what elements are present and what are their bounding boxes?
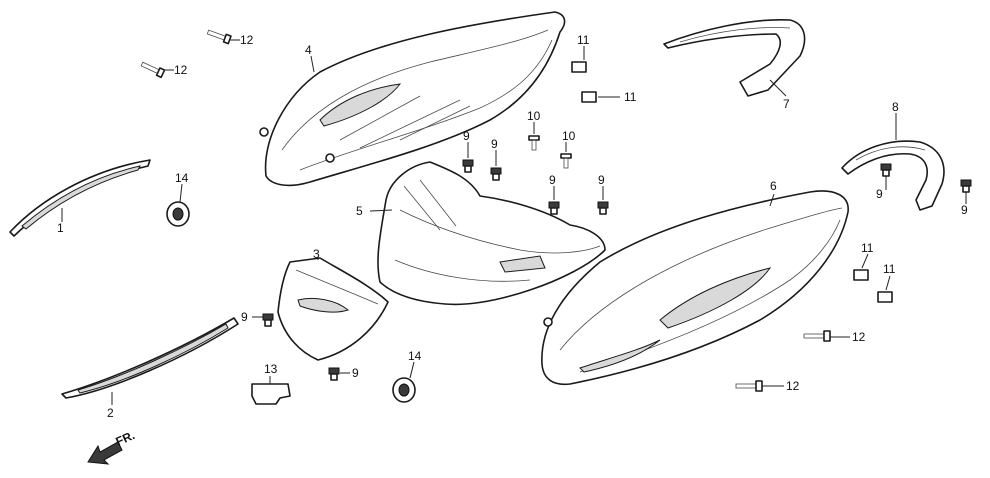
callout-9g: 9 <box>876 187 883 201</box>
callout-6: 6 <box>770 179 777 193</box>
callout-labels: 1 2 3 4 5 6 7 8 9 9 9 9 9 9 9 9 10 10 11… <box>57 33 968 420</box>
callout-9f: 9 <box>352 366 359 380</box>
callout-9b: 9 <box>491 137 498 151</box>
callout-9e: 9 <box>241 310 248 324</box>
callout-3: 3 <box>313 247 320 261</box>
clip-9-icons <box>262 159 972 381</box>
callout-10a: 10 <box>527 109 541 123</box>
callout-1: 1 <box>57 221 64 235</box>
part-6-side-cover <box>541 190 849 386</box>
front-direction-indicator: FR. <box>87 428 137 465</box>
callout-2: 2 <box>107 406 114 420</box>
callout-12a: 12 <box>240 33 254 47</box>
bolt-12-icons <box>140 29 831 392</box>
part-2-trim-strip <box>61 317 239 399</box>
part-7-grab-rail <box>663 18 806 97</box>
callout-13: 13 <box>264 362 278 376</box>
callout-8: 8 <box>892 100 899 114</box>
nut-11-icons <box>571 61 893 303</box>
callout-10b: 10 <box>562 129 576 143</box>
callout-14a: 14 <box>175 171 189 185</box>
callout-12c: 12 <box>852 330 866 344</box>
part-1-trim-strip <box>9 159 151 237</box>
screw-10-icons <box>528 135 572 169</box>
callout-12b: 12 <box>174 63 188 77</box>
leader-lines <box>61 39 967 405</box>
arrow-left-down-icon <box>87 441 123 465</box>
front-label: FR. <box>114 428 137 449</box>
callout-7: 7 <box>783 97 790 111</box>
callout-11c: 11 <box>861 241 874 255</box>
callout-4: 4 <box>305 43 312 57</box>
part-13-bracket <box>251 383 291 405</box>
callout-11a: 11 <box>577 33 590 47</box>
callout-12d: 12 <box>786 379 800 393</box>
part-3-panel <box>277 257 389 361</box>
callout-9d: 9 <box>598 173 605 187</box>
callout-5: 5 <box>356 204 363 218</box>
part-5-undercover <box>377 161 606 306</box>
callout-9h: 9 <box>961 203 968 217</box>
part-4-side-cover <box>259 11 566 187</box>
callout-9c: 9 <box>549 173 556 187</box>
callout-14b: 14 <box>408 349 422 363</box>
callout-11d: 11 <box>883 262 896 276</box>
part-8-rear-bracket <box>841 140 945 211</box>
callout-9a: 9 <box>463 129 470 143</box>
part-14-grommet-upper <box>166 201 190 227</box>
callout-11b: 11 <box>624 90 637 104</box>
part-14-grommet-lower <box>392 377 416 403</box>
